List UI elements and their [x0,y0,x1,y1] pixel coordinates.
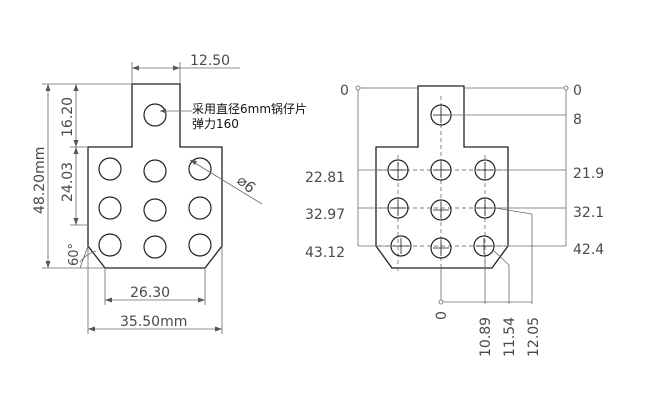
dim-top-width: 12.50 [131,53,240,84]
hole-r1-c1 [98,157,122,181]
y-left-2: 32.97 [305,207,345,223]
dim-tab-height: 16.20 [60,84,88,148]
right-hole-r3-c3 [473,235,495,257]
dim-overall-height-label: 48.20mm [32,147,48,214]
right-hole-r2-c1 [387,197,409,219]
y-left-3: 43.12 [305,245,345,261]
hole-r3-c2 [143,235,167,259]
right-hole-r1-c3 [474,159,496,181]
hole-r2-c3 [188,196,212,220]
dim-bottom-inner-label: 26.30 [130,285,170,301]
right-part-outline [375,85,509,269]
y-right-3: 32.1 [573,205,604,221]
x-bottom-3: 12.05 [526,317,542,357]
dim-angle: 60° [67,243,97,269]
right-hole-r1-c2 [430,159,452,181]
dim-angle-label: 60° [67,243,82,266]
dim-bottom-outer: 35.50mm [87,246,223,334]
right-hole-r2-c3 [474,197,496,219]
x-bottom-0: 0 [434,311,450,320]
hole-r3-c1 [98,233,122,257]
dim-grid-height: 24.03 [60,147,88,226]
note-leader: 采用直径6mm锅仔片 弹力160 [160,101,307,131]
dim-hole-diameter-label: ⌀6 [233,171,259,197]
right-hole-r3-c2 [430,237,452,259]
dim-top-width-label: 12.50 [190,53,230,69]
right-hole-r3-c1 [390,235,412,257]
note-line-2: 弹力160 [192,117,239,131]
y-right-4: 42.4 [573,242,604,258]
hole-r1-c3 [188,157,212,181]
left-view: 12.50 48.20mm 16.20 24.03 [32,53,307,334]
dim-tab-height-label: 16.20 [60,97,76,137]
note-line-1: 采用直径6mm锅仔片 [192,101,307,116]
dim-grid-height-label: 24.03 [60,162,76,202]
right-view: 0 22.81 32.97 43.12 0 8 21.9 32.1 42.4 [305,83,604,357]
y-right-2: 21.9 [573,166,604,182]
right-top-hole [430,104,452,126]
bottom-ordinate-dims: 0 10.89 11.54 12.05 [434,207,542,357]
y-left-1: 22.81 [305,170,345,186]
dim-bottom-outer-label: 35.50mm [120,314,187,330]
hole-r1-c2 [143,159,167,183]
y-left-0: 0 [340,83,349,99]
x-bottom-2: 11.54 [502,317,518,357]
top-hole [143,103,167,127]
dim-overall-height: 48.20mm [32,83,132,269]
y-right-1: 8 [573,112,582,128]
y-right-0: 0 [573,83,582,99]
dim-bottom-inner: 26.30 [104,268,206,305]
right-hole-r2-c2 [430,199,452,221]
right-hole-r1-c1 [387,159,409,181]
hole-r3-c3 [188,233,212,257]
left-ordinate-dims: 0 22.81 32.97 43.12 [305,83,418,261]
hole-r2-c1 [98,196,122,220]
right-ordinate-dims: 0 8 21.9 32.1 42.4 [449,83,604,258]
x-bottom-1: 10.89 [478,317,494,357]
hole-r2-c2 [143,198,167,222]
